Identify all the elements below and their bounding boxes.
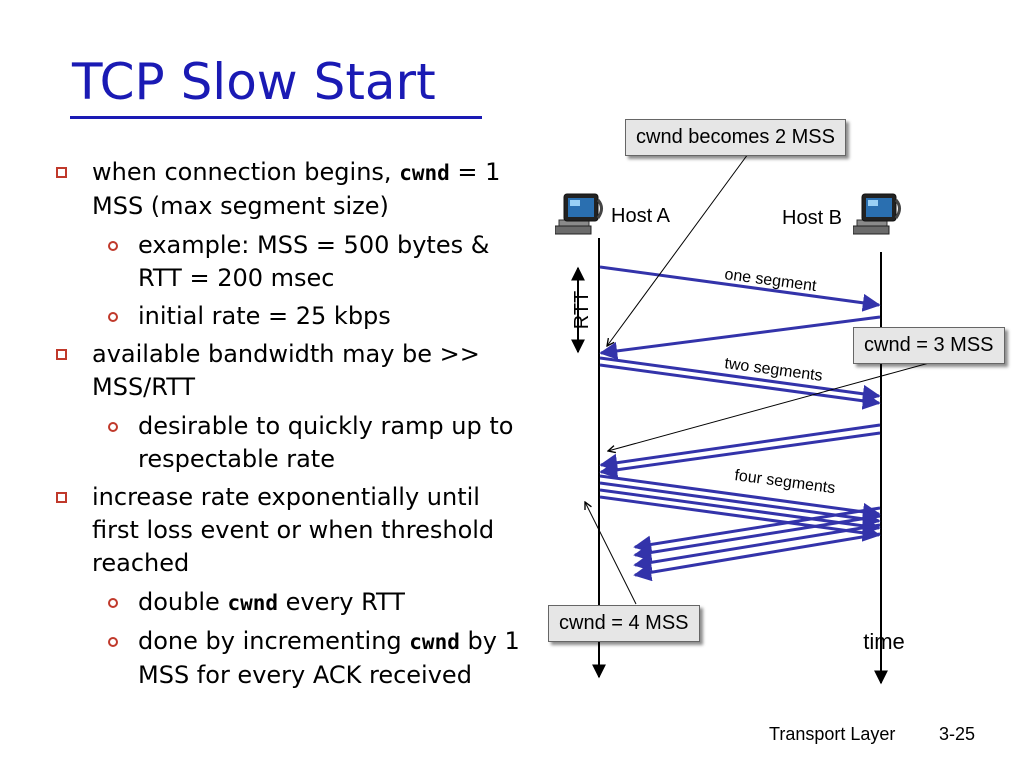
bullet-3-2: done by incrementing cwnd by 1 MSS for e… bbox=[50, 625, 520, 692]
bullet-3-1: double cwnd every RTT bbox=[50, 586, 520, 620]
bullet-3: increase rate exponentially until first … bbox=[50, 481, 520, 580]
circle-bullet-icon bbox=[108, 422, 118, 432]
ack-4d-arrow bbox=[633, 532, 881, 582]
ack-4a-arrow bbox=[633, 506, 881, 554]
callout-cwnd-4-mss: cwnd = 4 MSS bbox=[548, 605, 700, 642]
bullet-3-text: increase rate exponentially until first … bbox=[92, 483, 495, 577]
host-a-label: Host A bbox=[611, 205, 670, 227]
segment-4c-arrow bbox=[599, 488, 881, 535]
bullet-2-text: available bandwidth may be >> MSS/RTT bbox=[92, 340, 480, 401]
bullet-1-text-a: when connection begins, bbox=[92, 158, 400, 186]
title-underline bbox=[70, 116, 482, 119]
callout-1-pointer bbox=[607, 153, 749, 346]
bullet-1-1: example: MSS = 500 bytes & RTT = 200 mse… bbox=[50, 229, 520, 295]
circle-bullet-icon bbox=[108, 241, 118, 251]
bullet-3-2-text-b: by 1 MSS for every ACK received bbox=[138, 627, 520, 689]
footer-page-number: 3-25 bbox=[939, 724, 976, 744]
bullet-1-1-text: example: MSS = 500 bytes & RTT = 200 mse… bbox=[138, 231, 490, 292]
segment-1-arrow bbox=[599, 265, 881, 312]
bullet-2-1-text: desirable to quickly ramp up to respecta… bbox=[138, 412, 514, 473]
bullet-1-2: initial rate = 25 kbps bbox=[50, 300, 520, 333]
host-a-computer-icon bbox=[555, 193, 603, 235]
square-bullet-icon bbox=[56, 349, 67, 360]
four-segments-label: four segments bbox=[733, 467, 836, 497]
bullet-3-1-text-a: double bbox=[138, 588, 228, 616]
callout-cwnd-2-mss: cwnd becomes 2 MSS bbox=[625, 119, 846, 156]
callout-2-pointer bbox=[608, 359, 941, 451]
bullet-3-2-text-a: done by incrementing bbox=[138, 627, 410, 655]
host-b-label: Host B bbox=[782, 207, 843, 229]
ack-1-arrow bbox=[599, 315, 881, 360]
ack-2b-arrow bbox=[599, 431, 881, 479]
bullet-2-1: desirable to quickly ramp up to respecta… bbox=[50, 410, 520, 476]
bullet-3-1-code: cwnd bbox=[227, 591, 279, 615]
host-b-computer-icon bbox=[853, 193, 901, 235]
callout-cwnd-3-mss: cwnd = 3 MSS bbox=[853, 327, 1005, 364]
rtt-label: RTT bbox=[571, 291, 593, 330]
circle-bullet-icon bbox=[108, 312, 118, 322]
ack-2a-arrow bbox=[599, 423, 881, 472]
slide-title: TCP Slow Start bbox=[72, 53, 436, 111]
bullet-1-code: cwnd bbox=[399, 161, 450, 185]
square-bullet-icon bbox=[56, 167, 67, 178]
segment-4a-arrow bbox=[599, 474, 881, 521]
bullet-3-2-code: cwnd bbox=[409, 630, 460, 654]
circle-bullet-icon bbox=[108, 598, 118, 608]
bullet-3-1-text-b: every RTT bbox=[278, 588, 405, 616]
square-bullet-icon bbox=[56, 492, 67, 503]
bullet-list: when connection begins, cwnd = 1 MSS (ma… bbox=[50, 156, 520, 697]
circle-bullet-icon bbox=[108, 637, 118, 647]
bullet-1: when connection begins, cwnd = 1 MSS (ma… bbox=[50, 156, 520, 223]
time-label: time bbox=[863, 629, 905, 654]
bullet-2: available bandwidth may be >> MSS/RTT bbox=[50, 338, 520, 404]
bullet-1-text-b: = 1 MSS (max segment size) bbox=[92, 158, 501, 220]
segment-4d-arrow bbox=[599, 495, 881, 542]
segment-2b-arrow bbox=[599, 363, 881, 410]
footer-section-name: Transport Layer bbox=[769, 724, 896, 744]
callout-3-pointer bbox=[585, 502, 637, 605]
bullet-1-2-text: initial rate = 25 kbps bbox=[138, 302, 391, 330]
ack-4b-arrow bbox=[633, 514, 881, 562]
ack-4c-arrow bbox=[633, 523, 881, 572]
